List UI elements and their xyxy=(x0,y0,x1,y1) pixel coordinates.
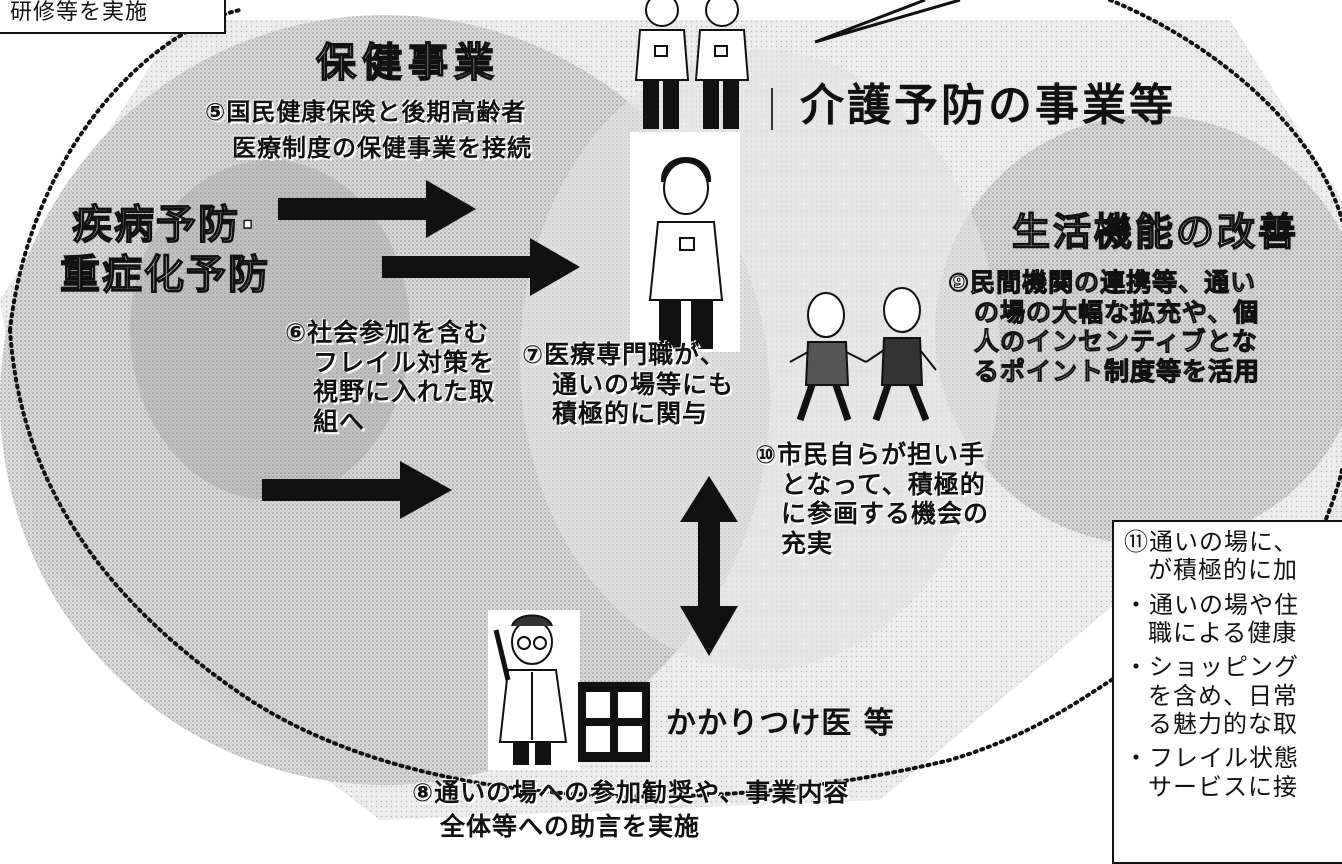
item9-line: ⑨民間機関の連携等、通い xyxy=(947,268,1257,298)
item11-line: を含め、日常 xyxy=(1148,681,1298,710)
item11-line: が積極的に加 xyxy=(1148,556,1298,585)
item11-text: ⑪通いの場に、 が積極的に加 ・通いの場や住 職による健康 ・ショッピング を含… xyxy=(1124,528,1299,801)
training-box-text: 研修等を実施 xyxy=(10,0,149,25)
nurse-icon xyxy=(648,157,724,349)
elderly-walkers-icon xyxy=(789,287,937,422)
item11-line: ・通いの場や住 xyxy=(1124,590,1299,619)
doctor-label: かかりつけ医 等 xyxy=(666,706,895,741)
staff-pair-icon xyxy=(634,0,750,129)
seikatsu-title: 生活機能の改善 xyxy=(1011,209,1300,254)
doctor-icon xyxy=(493,614,568,765)
kaigo-title: 介護予防の事業等 xyxy=(800,80,1176,131)
hoken-inner-shade xyxy=(130,160,410,500)
disease-line1: 疾病予防· xyxy=(71,201,258,248)
item10-line: に参画する機会の xyxy=(781,499,990,528)
item6-text: ⑥社会参加を含む フレイル対策を 視野に入れた取 組へ xyxy=(285,318,495,436)
item9-line: の場の大幅な拡充や、個 xyxy=(973,297,1260,327)
item11-line: ・ショッピング xyxy=(1124,653,1299,682)
diagram-background xyxy=(0,0,1342,820)
item7-line: 通いの場等にも xyxy=(552,369,735,399)
item8-line2: 全体等への助言を実施 xyxy=(440,812,701,841)
item9-text: ⑨民間機関の連携等、通い の場の大幅な拡充や、個 人のインセンティブとな るポイ… xyxy=(947,268,1261,386)
item10-line: 充実 xyxy=(781,528,834,558)
arrow-right-2 xyxy=(382,238,580,296)
item5-line2: 医療制度の保健事業を接続 xyxy=(232,134,532,162)
item5-line1: ⑤国民健康保険と後期高齢者 xyxy=(205,98,527,126)
item9-line: 人のインセンティブとな xyxy=(973,327,1258,357)
item6-line: フレイル対策を xyxy=(313,347,496,377)
item10-line: となって、積極的 xyxy=(781,469,986,499)
item11-line: 職による健康 xyxy=(1148,618,1298,647)
disease-line2: 重症化予防 xyxy=(59,251,270,298)
item9-line: るポイント制度等を活用 xyxy=(973,356,1261,386)
item7-line: ⑦医療専門職が、 xyxy=(522,340,726,369)
dotted-boundary-bottom xyxy=(8,328,1162,799)
clinic-building-icon xyxy=(578,682,650,762)
training-box: 研修等を実施 xyxy=(0,0,226,34)
item6-line: 組へ xyxy=(313,406,366,436)
hoken-title: 保健事業 xyxy=(315,39,500,86)
item10-line: ⑩市民自らが担い手 xyxy=(755,440,986,469)
item7-text: ⑦医療専門職が、 通いの場等にも 積極的に関与 xyxy=(522,340,734,429)
arrow-right-3 xyxy=(262,461,452,519)
item6-line: ⑥社会参加を含む xyxy=(285,318,490,347)
callout-wedge xyxy=(814,0,961,44)
dotted-boundary-left xyxy=(8,8,242,332)
item11-line: ⑪通いの場に、 xyxy=(1124,528,1299,556)
dotted-boundary-right xyxy=(1108,0,1342,222)
item11-box: ⑪通いの場に、 が積極的に加 ・通いの場や住 職による健康 ・ショッピング を含… xyxy=(1112,520,1342,864)
seikatsu-circle xyxy=(935,115,1342,545)
item10-text: ⑩市民自らが担い手 となって、積極的 に参画する機会の 充実 xyxy=(755,440,989,558)
item7-line: 積極的に関与 xyxy=(552,399,709,428)
arrow-vertical-double xyxy=(680,476,738,656)
item6-line: 視野に入れた取 xyxy=(313,377,496,406)
item11-line: サービスに接 xyxy=(1148,772,1298,801)
arrow-right-1 xyxy=(278,180,476,238)
item8-line1: ⑧通いの場への参加勧奨や、事業内容 xyxy=(412,778,850,807)
item11-line: ・フレイル状態 xyxy=(1124,744,1299,773)
item11-line: る魅力的な取 xyxy=(1148,709,1298,738)
